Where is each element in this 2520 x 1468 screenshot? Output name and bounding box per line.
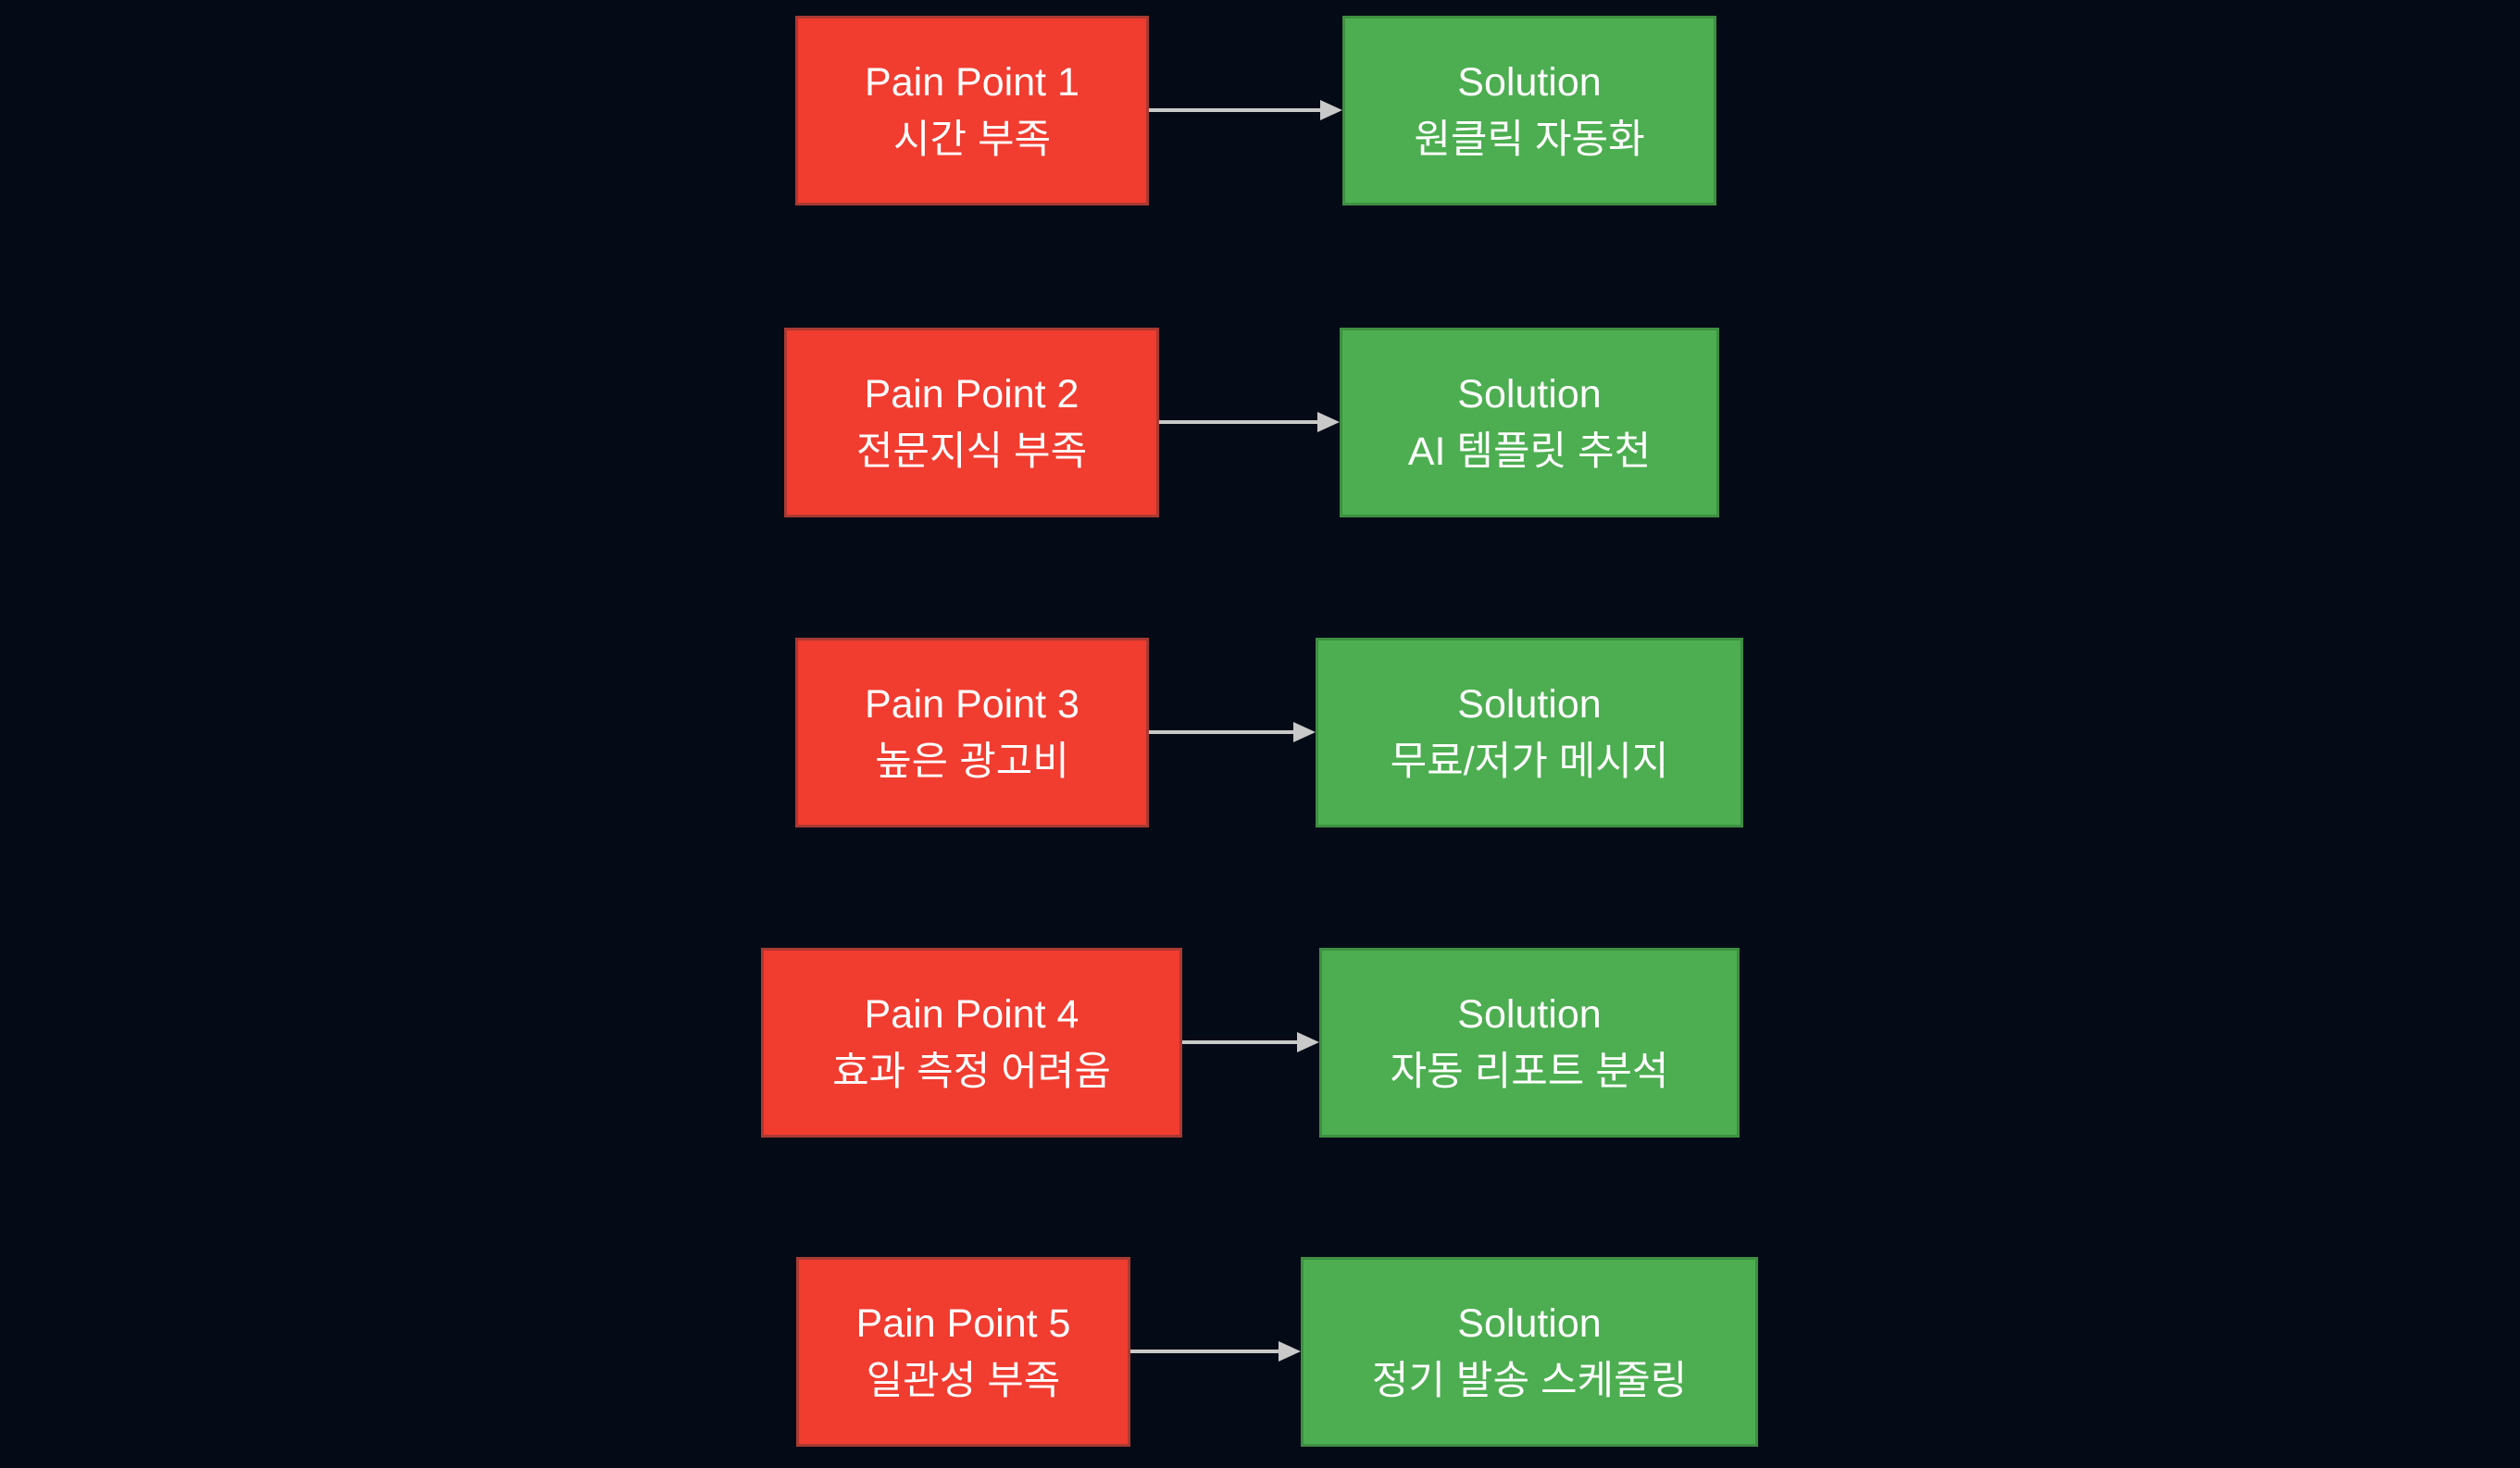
pain-point-1-subtitle: 시간 부족 [892,117,1052,162]
solution-5-subtitle: 정기 발송 스케줄링 [1371,1358,1688,1403]
solution-4-title: Solution [1457,991,1602,1037]
solution-3-subtitle: 무료/저가 메시지 [1390,739,1669,784]
solution-1-node: Solution 원클릭 자동화 [1342,16,1716,205]
pain-point-5-node: Pain Point 5 일관성 부족 [796,1257,1130,1447]
solution-4-subtitle: 자동 리포트 분석 [1390,1049,1669,1094]
solution-3-title: Solution [1457,681,1602,727]
pain-point-3-subtitle: 높은 광고비 [875,739,1069,784]
arrow-shaft [1159,420,1317,424]
pain-point-1-node: Pain Point 1 시간 부족 [795,16,1149,205]
pain-point-1-title: Pain Point 1 [865,59,1079,105]
solution-3-node: Solution 무료/저가 메시지 [1316,638,1743,827]
arrow-head-icon [1320,100,1342,120]
pain-point-2-node: Pain Point 2 전문지식 부족 [784,328,1159,517]
arrow-head-icon [1279,1341,1301,1362]
arrow-shaft [1149,730,1293,734]
pain-point-2-title: Pain Point 2 [864,371,1079,417]
solution-2-title: Solution [1457,371,1602,417]
arrow-shaft [1149,108,1320,112]
solution-2-node: Solution AI 템플릿 추천 [1340,328,1719,517]
arrow-head-icon [1317,412,1340,432]
pain-point-4-title: Pain Point 4 [864,991,1079,1037]
pain-point-3-title: Pain Point 3 [865,681,1079,727]
solution-4-node: Solution 자동 리포트 분석 [1319,948,1740,1138]
arrow-shaft [1182,1040,1297,1044]
pain-point-3-node: Pain Point 3 높은 광고비 [795,638,1149,827]
pain-point-4-node: Pain Point 4 효과 측정 어려움 [761,948,1182,1138]
pain-point-5-subtitle: 일관성 부족 [866,1358,1061,1403]
solution-1-subtitle: 원클릭 자동화 [1414,117,1645,162]
solution-1-title: Solution [1457,59,1602,105]
arrow-shaft [1130,1350,1279,1353]
solution-5-title: Solution [1457,1300,1602,1346]
solution-5-node: Solution 정기 발송 스케줄링 [1301,1257,1758,1447]
pain-point-5-title: Pain Point 5 [855,1300,1071,1346]
arrow-head-icon [1297,1032,1319,1052]
pain-point-2-subtitle: 전문지식 부족 [855,429,1088,474]
arrow-head-icon [1293,722,1316,742]
solution-2-subtitle: AI 템플릿 추천 [1407,429,1652,474]
pain-point-4-subtitle: 효과 측정 어려움 [832,1049,1111,1094]
